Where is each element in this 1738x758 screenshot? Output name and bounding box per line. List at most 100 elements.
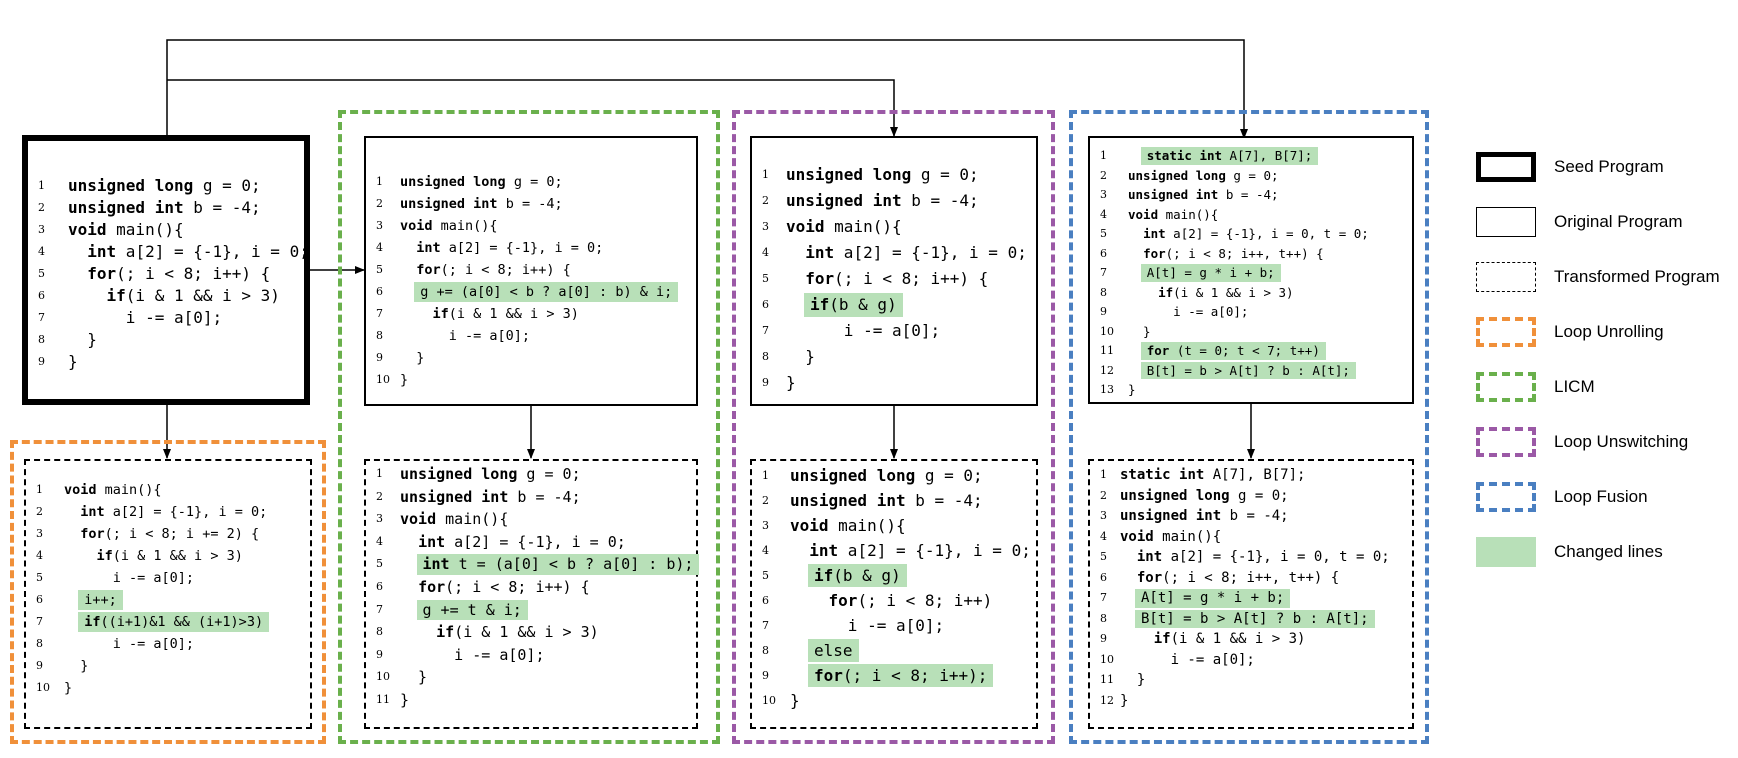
code-text: unsigned long g = 0; (1120, 487, 1289, 504)
code-line: 6 for(; i < 8; i++, t++) { (1100, 244, 1408, 264)
code-text: unsigned int b = -4; (400, 487, 581, 506)
code-line: 1 unsigned long g = 0; (376, 463, 692, 486)
code-line: 10 } (376, 666, 692, 689)
licm-transformed-program-box: 1 unsigned long g = 0; 2 unsigned int b = -… (364, 459, 700, 729)
line-number: 5 (376, 557, 383, 571)
code-text: int a[2] = {-1}, i = 0; (416, 240, 604, 256)
code-line: 6 for(; i < 8; i++) { (376, 576, 692, 599)
code-text: i -= a[0]; (400, 645, 545, 664)
code-line: 10 } (1100, 322, 1408, 342)
changed-line-text: A[t] = g * i + b; (1135, 589, 1291, 608)
code-line: 6 if(i & 1 && i > 3) (38, 285, 300, 307)
line-number: 10 (1100, 652, 1114, 666)
changed-line-text: A[t] = g * i + b; (1140, 264, 1281, 282)
code-text: i -= a[0]; (786, 321, 941, 340)
line-number: 3 (762, 519, 769, 532)
code-text: i -= a[0]; (1120, 651, 1255, 668)
licm-transformed-program-code: 1 unsigned long g = 0; 2 unsigned int b = -… (376, 463, 700, 712)
code-text: } (1120, 692, 1129, 709)
line-number: 11 (1100, 673, 1114, 686)
code-line: 3 for(; i < 8; i += 2) { (36, 523, 306, 545)
line-number: 6 (1100, 246, 1107, 260)
legend-label: Original Program (1554, 212, 1683, 231)
line-number: 3 (38, 223, 45, 236)
legend-label: Loop Unrolling (1554, 322, 1664, 341)
line-number: 9 (1100, 305, 1107, 318)
code-line: 5 i -= a[0]; (36, 567, 306, 589)
line-number: 9 (762, 376, 769, 389)
code-text: } (790, 691, 800, 710)
code-text: unsigned long g = 0; (68, 176, 261, 195)
changed-line-text: g += (a[0] < b ? a[0] : b) & i; (414, 282, 679, 302)
code-text: int a[2] = {-1}, i = 0, t = 0; (1136, 549, 1390, 565)
code-line: 7 i -= a[0]; (38, 307, 300, 329)
code-line: 11} (376, 689, 692, 712)
line-number: 3 (762, 220, 769, 233)
code-line: 13} (1100, 380, 1408, 400)
line-number: 2 (1100, 168, 1107, 182)
arrow-seed-to-unswitching (167, 79, 898, 137)
code-line: 8 i -= a[0]; (376, 325, 692, 347)
code-text: i -= a[0]; (64, 636, 195, 652)
line-number: 9 (376, 351, 383, 364)
changed-line-text: B[t] = b > A[t] ? b : A[t]; (1135, 609, 1375, 628)
code-line: 10} (36, 677, 306, 699)
code-line: 10 i -= a[0]; (1100, 650, 1408, 671)
code-text: for(; i < 8; i++, t++) { (1136, 569, 1340, 586)
line-number: 7 (36, 615, 43, 628)
code-text: void main(){ (64, 482, 162, 498)
code-text: void main(){ (786, 217, 902, 236)
code-text: for(; i < 8; i++) { (87, 264, 271, 283)
code-line: 7 if(i & 1 && i > 3) (376, 303, 692, 325)
legend-label: Loop Fusion (1554, 487, 1648, 506)
line-number: 4 (762, 544, 769, 557)
line-number: 6 (36, 593, 43, 606)
code-text: } (64, 658, 89, 674)
legend-label: LICM (1554, 377, 1595, 396)
line-number: 4 (762, 246, 769, 259)
line-number: 7 (1100, 591, 1107, 604)
line-number: 6 (38, 289, 45, 302)
code-text: unsigned long g = 0; (786, 165, 979, 184)
code-line: 9 } (376, 347, 692, 369)
code-text: for(; i < 8; i += 2) { (80, 526, 260, 542)
line-number: 2 (376, 489, 383, 503)
code-line: 9 if(i & 1 && i > 3) (1100, 629, 1408, 650)
line-number: 4 (38, 245, 45, 258)
code-line: 3 void main(){ (762, 214, 1032, 240)
code-line: 8 i -= a[0]; (36, 633, 306, 655)
line-number: 7 (762, 324, 769, 337)
legend-swatch (1476, 482, 1536, 512)
legend-label: Seed Program (1554, 157, 1664, 176)
code-line: 8 if(i & 1 && i > 3) (376, 621, 692, 644)
line-number: 8 (762, 644, 769, 657)
legend-swatch (1476, 372, 1536, 402)
line-number: 1 (376, 467, 383, 480)
code-text: unsigned int b = -4; (1128, 187, 1279, 202)
code-text: unsigned long g = 0; (400, 465, 581, 483)
code-text: } (786, 347, 815, 366)
line-number: 3 (376, 219, 383, 232)
line-number: 2 (376, 197, 383, 210)
line-number: 9 (1100, 632, 1107, 645)
legend-swatch (1476, 427, 1536, 457)
code-text: unsigned long g = 0; (790, 466, 983, 485)
